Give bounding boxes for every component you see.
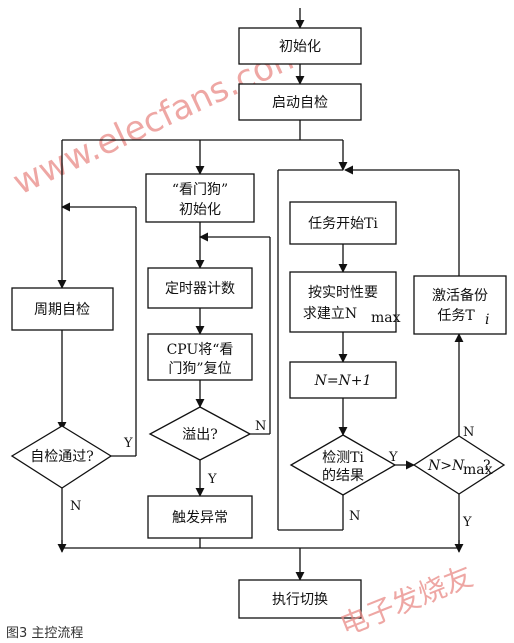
counter-label: N=N+1 [314,373,372,389]
timer-count-label: 定时器计数 [165,281,235,297]
check-result-diamond [289,434,397,496]
figure-caption: 图3 主控流程 [6,626,84,641]
task-start-box [289,201,397,245]
timer-count-box [147,267,253,309]
overflow-yes-label: Y [207,472,217,487]
watchdog-init-label-1: “看门狗” [172,182,228,198]
check-result-label-2: 的结果 [322,468,364,484]
check-pass-yes-label: Y [123,436,133,451]
cpu-reset-box [147,333,253,381]
n-gt-nmax-label: N>N [427,458,465,474]
activate-backup-label-2: 任务T [437,308,475,324]
n-gt-nmax-subscript: max [463,462,493,478]
selfcheck-label: 启动自检 [272,95,328,111]
cpu-reset-label-2: 门狗”复位 [168,360,231,377]
check-pass-label: 自检通过? [30,449,94,465]
activate-backup-box [413,275,507,335]
check-result-no-label: N [349,509,360,524]
execute-switch-box [238,579,362,619]
check-result-yes-label: Y [388,450,398,465]
n-gt-nmax-yes-label: Y [462,515,472,530]
cpu-reset-label-1: CPU将“看 [167,342,234,358]
overflow-label: 溢出? [182,427,218,443]
selfcheck-box [238,83,362,121]
task-start-label: 任务开始Ti [308,216,378,232]
overflow-no-label: N [255,419,266,434]
trigger-exception-box [147,495,253,539]
activate-backup-subscript: i [485,312,489,328]
n-gt-nmax-no-label: N [463,425,474,440]
check-result-label-1: 检测Ti [322,450,364,466]
periodic-box [11,287,114,331]
check-pass-diamond [10,425,113,489]
build-nmax-label-2: 求建立N [303,306,357,322]
periodic-label: 周期自检 [34,302,90,318]
execute-switch-label: 执行切换 [272,591,328,608]
overflow-diamond [148,406,252,461]
counter-box [289,361,397,399]
watchdog-init-box [145,173,255,223]
init-label: 初始化 [279,38,321,55]
n-gt-nmax-diamond [412,435,506,495]
init-box [238,27,362,65]
build-nmax-subscript: max [371,310,401,326]
check-pass-no-label: N [70,499,81,514]
build-nmax-label-1: 按实时性要 [308,285,378,301]
build-nmax-box [289,271,397,333]
trigger-exception-label: 触发异常 [172,510,228,526]
activate-backup-label-1: 激活备份 [432,287,488,304]
watchdog-init-label-2: 初始化 [179,201,221,218]
n-gt-nmax-question: ? [483,458,491,474]
